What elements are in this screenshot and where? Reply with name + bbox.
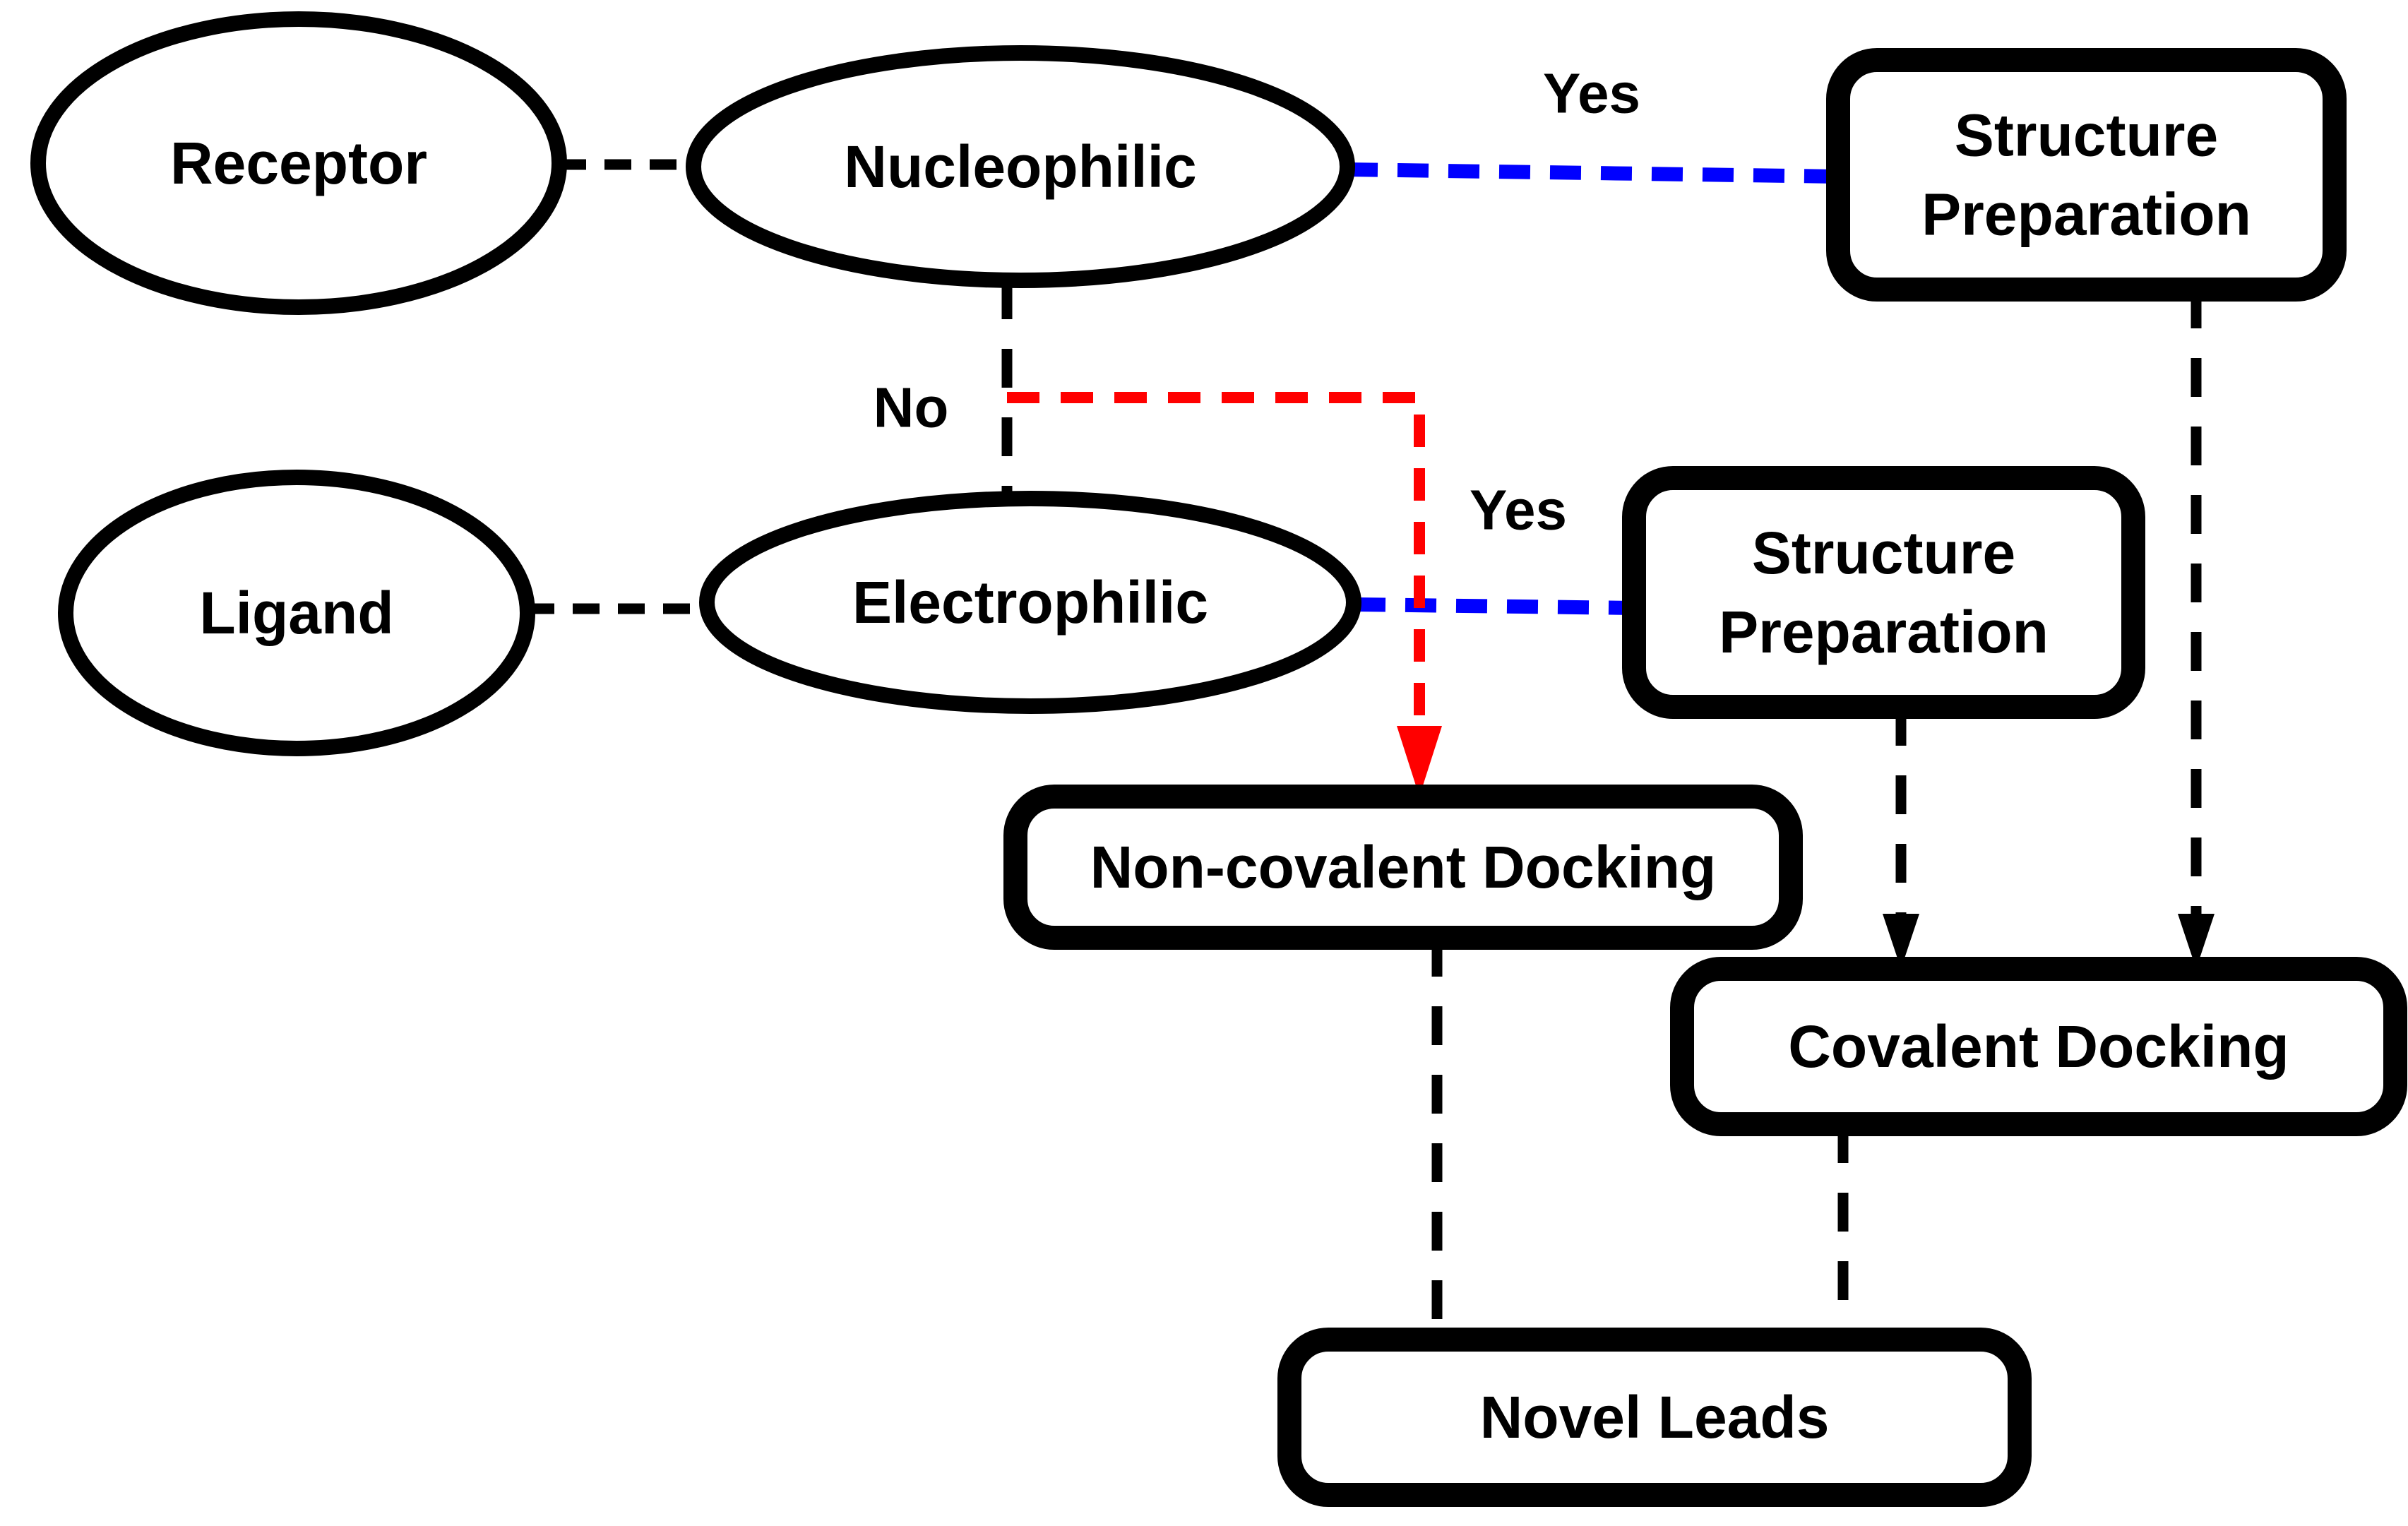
node-nucleophilic: Nucleophilic bbox=[686, 45, 1355, 288]
node-ligand-label: Ligand bbox=[199, 580, 393, 646]
arrowhead-no-branch-to-non-covalent-docking bbox=[1397, 726, 1442, 797]
node-non-covalent-docking: Non-covalent Docking bbox=[1003, 785, 1803, 950]
node-receptor-shape bbox=[30, 11, 567, 315]
node-novel-leads-shape bbox=[1277, 1328, 2032, 1507]
node-ligand: Ligand bbox=[58, 470, 535, 756]
node-structure-preparation-top-shape bbox=[1826, 48, 2347, 302]
node-covalent-docking-label: Covalent Docking bbox=[1788, 1013, 2289, 1080]
node-electrophilic-shape bbox=[699, 491, 1361, 714]
label-no: No bbox=[874, 376, 949, 439]
node-nucleophilic-label: Nucleophilic bbox=[844, 133, 1196, 200]
node-receptor-label: Receptor bbox=[170, 130, 427, 196]
node-covalent-docking: Covalent Docking bbox=[1670, 957, 2407, 1136]
node-novel-leads: Novel Leads bbox=[1277, 1328, 2032, 1507]
node-structure-preparation-mid-shape bbox=[1622, 466, 2145, 719]
label-yes-top: Yes bbox=[1543, 62, 1640, 125]
label-yes-mid: Yes bbox=[1470, 479, 1567, 542]
arrowhead-structure-preparation-top-to-covalent-docking bbox=[2178, 914, 2215, 969]
edge-electrophilic-yes-to-structure-preparation-mid bbox=[1354, 597, 1635, 615]
node-nucleophilic-shape bbox=[686, 45, 1355, 288]
node-novel-leads-label: Novel Leads bbox=[1480, 1384, 1830, 1450]
node-non-covalent-docking-shape bbox=[1003, 785, 1803, 950]
node-non-covalent-docking-label: Non-covalent Docking bbox=[1090, 834, 1717, 900]
node-covalent-docking-shape bbox=[1670, 957, 2407, 1136]
node-electrophilic: Electrophilic bbox=[699, 491, 1361, 714]
edge-no-branch-to-non-covalent-docking bbox=[1007, 392, 1425, 726]
node-electrophilic-label: Electrophilic bbox=[852, 569, 1208, 636]
node-ligand-shape bbox=[58, 470, 535, 756]
edge-nucleophilic-yes-to-structure-preparation-top bbox=[1346, 162, 1839, 184]
node-receptor: Receptor bbox=[30, 11, 567, 315]
arrowhead-structure-preparation-mid-to-covalent-docking bbox=[1883, 914, 1919, 969]
